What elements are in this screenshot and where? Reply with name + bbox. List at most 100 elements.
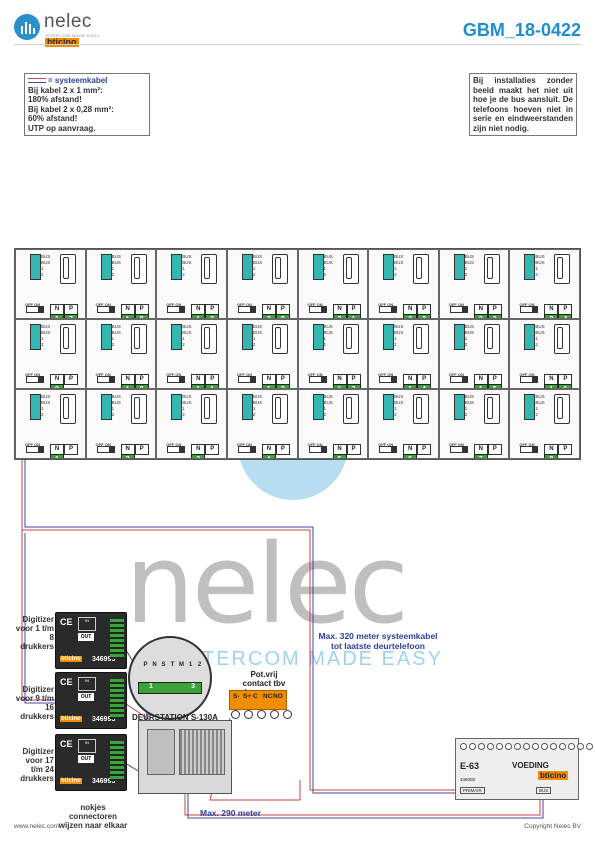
terminal-label: 1: [182, 336, 185, 341]
apartment-number: 14: [403, 384, 432, 388]
switch-label: OFF ON: [25, 442, 41, 447]
handset-icon: [413, 324, 430, 354]
termination-switch[interactable]: [26, 376, 44, 383]
connector-icon: [110, 679, 124, 719]
footer-website: www.nelec.com: [14, 823, 60, 830]
termination-switch[interactable]: [237, 306, 256, 313]
digitizer-brand: bticino: [60, 778, 82, 784]
terminal-block-icon: [312, 394, 324, 420]
terminal-label: 1: [323, 406, 327, 411]
termination-switch[interactable]: [379, 446, 398, 453]
termination-switch[interactable]: [26, 446, 44, 453]
terminal-label: BUS: [182, 330, 192, 335]
terminal-label: BUS: [535, 254, 545, 259]
terminal-block-icon: [383, 324, 395, 350]
psu-brand: bticino: [538, 771, 569, 780]
termination-switch[interactable]: [237, 376, 256, 383]
terminal-right-number: 3: [191, 683, 195, 690]
ce-mark: CE: [60, 677, 73, 687]
apartment-number: 7: [473, 454, 488, 458]
terminal-label: 2: [394, 412, 397, 417]
in-port: IN: [78, 617, 96, 631]
termination-switch[interactable]: [96, 376, 115, 383]
apartment-number-digit: 2: [332, 314, 347, 318]
termination-switch[interactable]: [96, 446, 115, 453]
max-320-cable-note: Max. 320 meter systeemkabel tot laatste …: [318, 631, 438, 651]
switch-label: OFF ON: [448, 372, 464, 377]
terminal-label: BUS: [182, 324, 192, 329]
apartment-number-digit: 1: [346, 314, 361, 318]
termination-switch[interactable]: [449, 446, 468, 453]
digitizer-brand: bticino: [60, 656, 82, 662]
termination-switch[interactable]: [449, 306, 468, 313]
terminal-label: 1: [252, 336, 256, 341]
switch-label: OFF ON: [166, 372, 182, 377]
digitizer-module: CE IN OUT bticino 346993: [55, 734, 127, 791]
handset-icon: [342, 254, 359, 284]
terminal-label: 2: [464, 412, 468, 417]
apartment-number-digit: 1: [205, 384, 220, 388]
switch-label: OFF ON: [378, 442, 394, 447]
terminal-label: 2: [41, 412, 44, 417]
apartment-number: 6: [403, 454, 418, 458]
brand-tagline: INTERCOM MADE EASY: [45, 33, 100, 38]
note-line: UTP op aanvraag.: [28, 123, 96, 133]
terminal-label: BUS: [464, 330, 475, 335]
termination-switch[interactable]: [96, 306, 115, 313]
out-port: OUT: [78, 693, 94, 701]
termination-switch[interactable]: [520, 446, 539, 453]
cable-note-box: = systeemkabel Bij kabel 2 x 1 mm²: 180%…: [24, 73, 150, 136]
terminal-label: BUS: [252, 330, 263, 335]
terminal-row-top: [460, 743, 593, 750]
apartment-number: 15: [473, 384, 502, 388]
psu-model: E-63: [460, 761, 480, 771]
termination-switch[interactable]: [167, 376, 186, 383]
apartment-number: 11: [191, 384, 220, 388]
termination-switch[interactable]: [449, 376, 468, 383]
terminal-label: BUS: [394, 400, 404, 405]
apartment-number: 4: [261, 454, 276, 458]
apartment-number: 22: [403, 314, 432, 318]
apartment-number-digit: 2: [473, 314, 488, 318]
termination-switch[interactable]: [308, 446, 327, 453]
termination-switch[interactable]: [308, 306, 327, 313]
terminal-label: BUS: [394, 254, 404, 259]
apartment-number: 21: [332, 314, 361, 318]
digitizer-code: 346993: [92, 656, 116, 663]
apartment-number: 20: [261, 314, 290, 318]
terminal-label: 1: [111, 406, 115, 411]
termination-switch[interactable]: [167, 306, 186, 313]
terminal-label: 1: [394, 336, 397, 341]
terminal-label: BUS: [111, 330, 121, 335]
terminal-label: 2: [323, 272, 327, 277]
termination-switch[interactable]: [26, 306, 44, 313]
termination-switch[interactable]: [520, 376, 539, 383]
cable-legend-text: = systeemkabel: [48, 76, 108, 85]
handset-icon: [413, 254, 430, 284]
termination-switch[interactable]: [379, 306, 398, 313]
termination-switch[interactable]: [520, 306, 539, 313]
apartment-number-digit: 3: [346, 384, 361, 388]
apartment-number: 16: [544, 384, 573, 388]
terminal-label: BUS: [323, 260, 333, 265]
zoom-terminal-label: 1: [188, 662, 193, 668]
terminal-label: 2: [252, 342, 256, 347]
termination-switch[interactable]: [167, 446, 186, 453]
termination-switch[interactable]: [237, 446, 256, 453]
termination-switch[interactable]: [379, 376, 398, 383]
terminal-label: BUS: [111, 324, 121, 329]
terminal-label: 1: [535, 336, 538, 341]
termination-switch[interactable]: [308, 376, 327, 383]
terminal-label: BUS: [252, 324, 263, 329]
terminal-label: BUS: [41, 394, 51, 399]
